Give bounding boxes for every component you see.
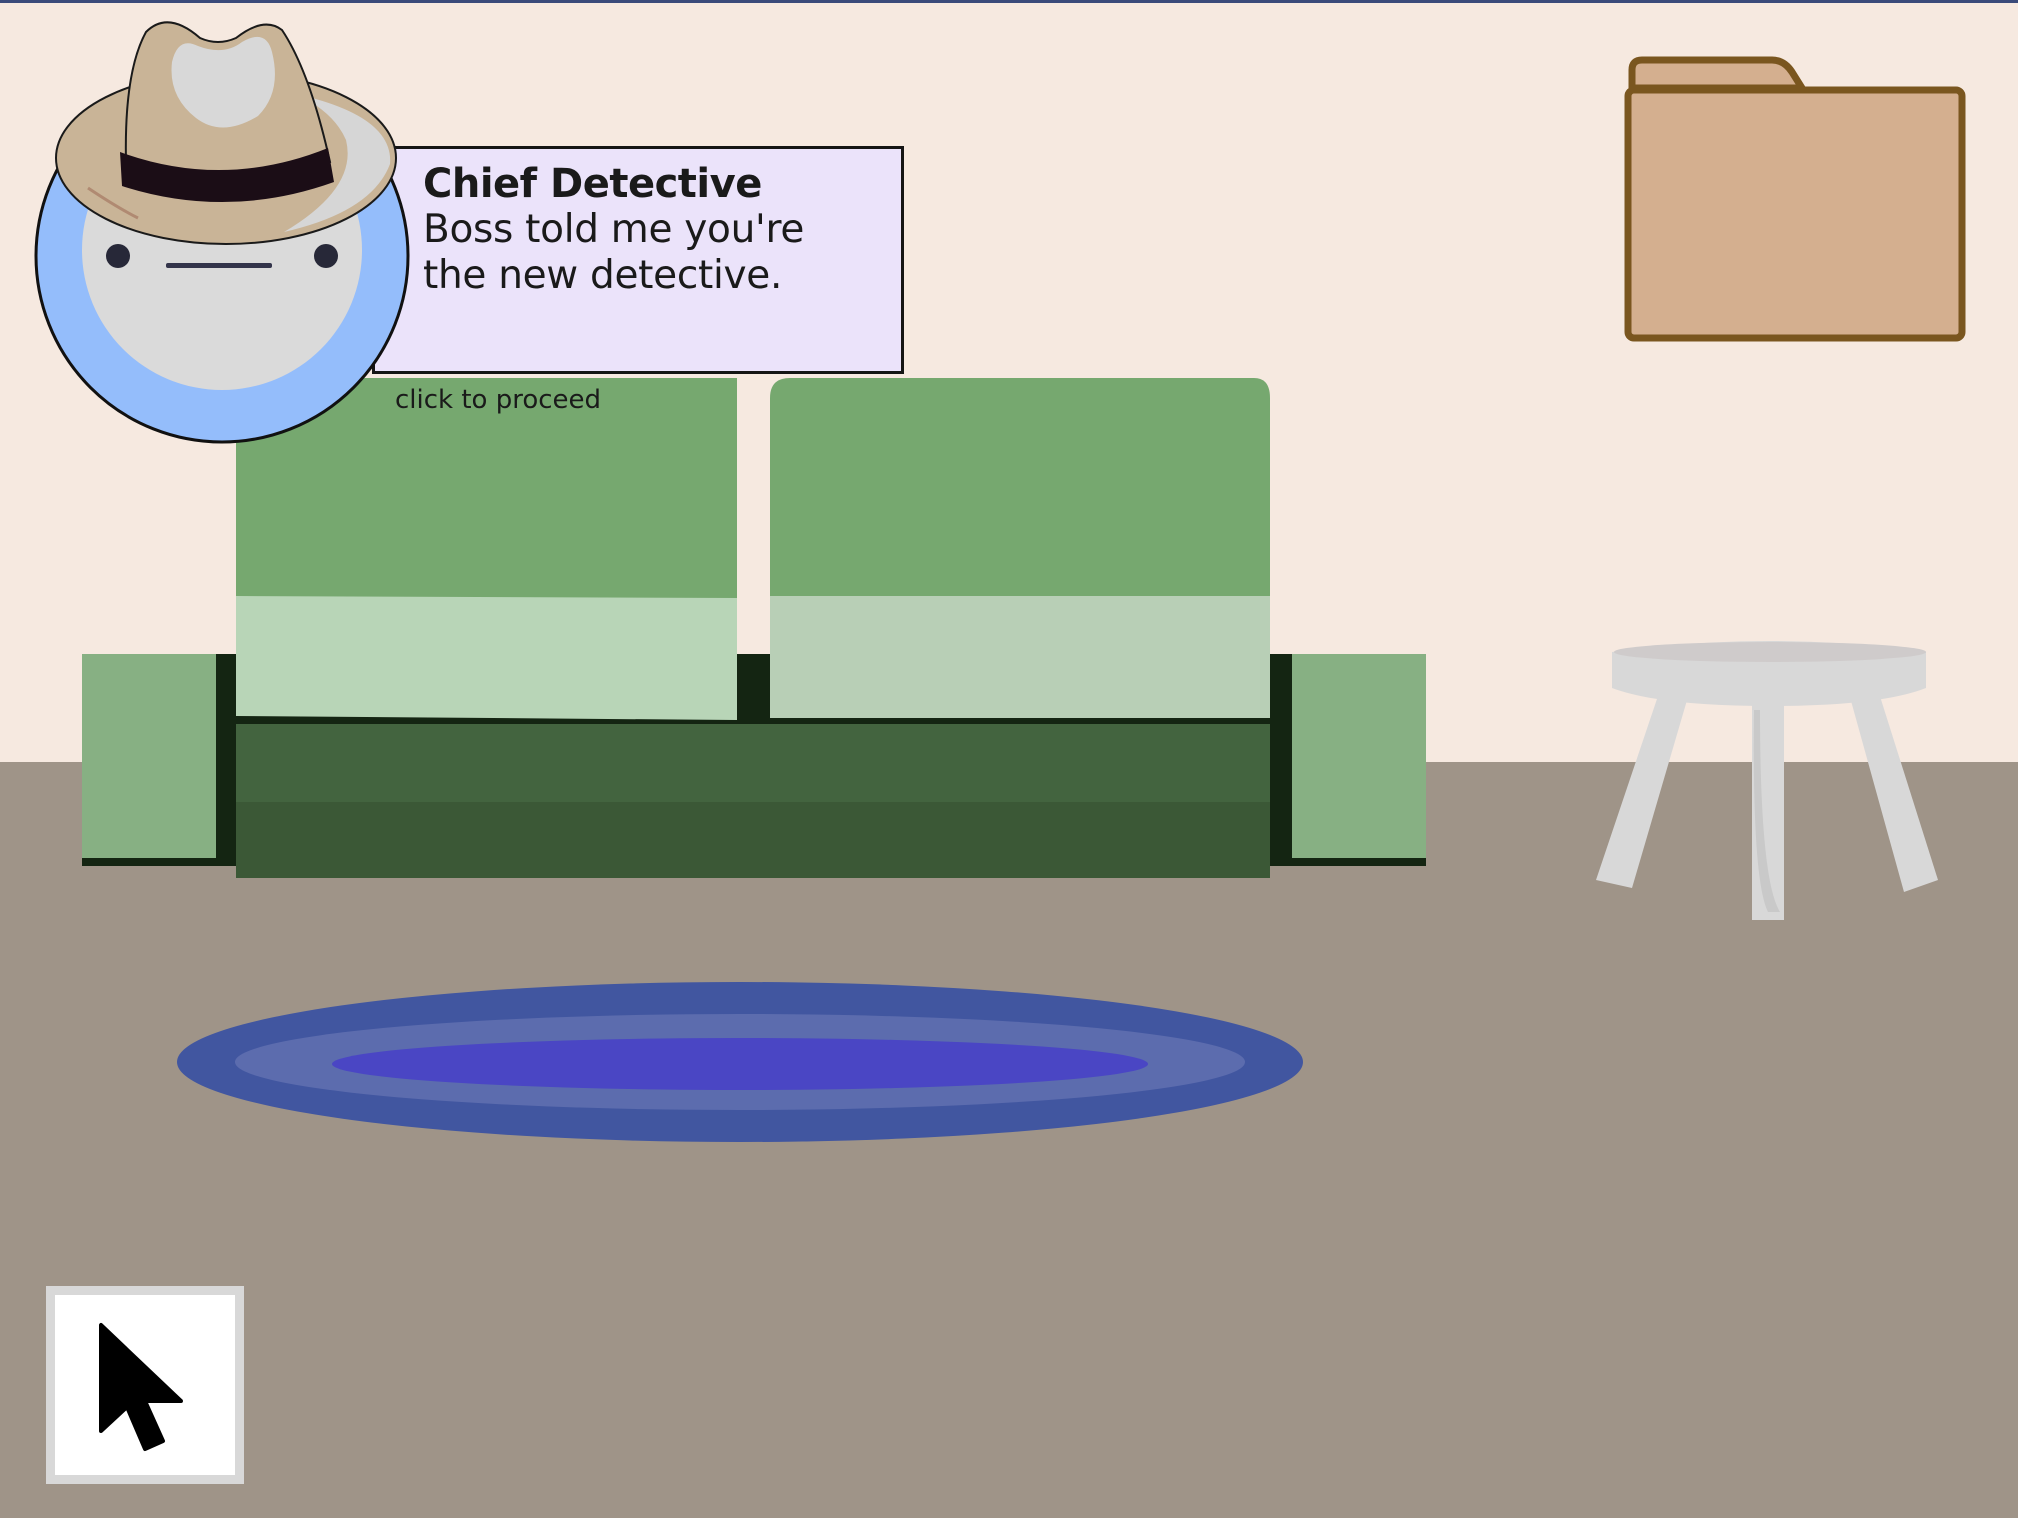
couch-arm-left (82, 654, 216, 858)
rug-inner (332, 1038, 1148, 1090)
couch-arm-right (1292, 654, 1426, 858)
chief-detective-portrait (34, 21, 410, 444)
cursor-tool-button[interactable] (46, 1286, 244, 1484)
case-folder-icon[interactable] (1622, 56, 1968, 346)
stool-seat-top (1614, 642, 1926, 662)
stool[interactable] (1596, 641, 1938, 920)
detective-eye-left (106, 244, 130, 268)
stool-leg-right (1848, 690, 1938, 892)
couch-seat-front (236, 724, 1270, 802)
click-to-proceed-hint[interactable]: click to proceed (395, 385, 602, 415)
couch-back-right (770, 378, 1270, 598)
detective-eye-right (314, 244, 338, 268)
folder-body (1624, 86, 1966, 342)
hat-band (120, 148, 334, 203)
dialog-box[interactable]: Chief Detective Boss told me you're the … (372, 146, 904, 374)
floor (0, 762, 2018, 1518)
couch-cushion-left (236, 596, 737, 720)
couch[interactable] (82, 378, 1426, 878)
rug (177, 982, 1303, 1142)
hat-brim-crease (87, 186, 139, 220)
stool-leg-left (1596, 690, 1690, 888)
window-top-edge (0, 0, 2018, 3)
hat-crown-highlight (171, 36, 275, 128)
couch-seat-lower (236, 802, 1270, 878)
couch-cushion-right (770, 596, 1270, 718)
fedora-hat-icon (55, 21, 397, 245)
folder-tab (1628, 56, 1809, 92)
detective-mouth (166, 263, 272, 268)
arrow-pointer-icon (99, 1323, 183, 1451)
hat-brim-shade (284, 94, 391, 232)
stool-leg-shine (1753, 710, 1780, 912)
dialog-speaker-name: Chief Detective (423, 161, 762, 207)
dialog-message: Boss told me you're the new detective. (423, 207, 805, 298)
